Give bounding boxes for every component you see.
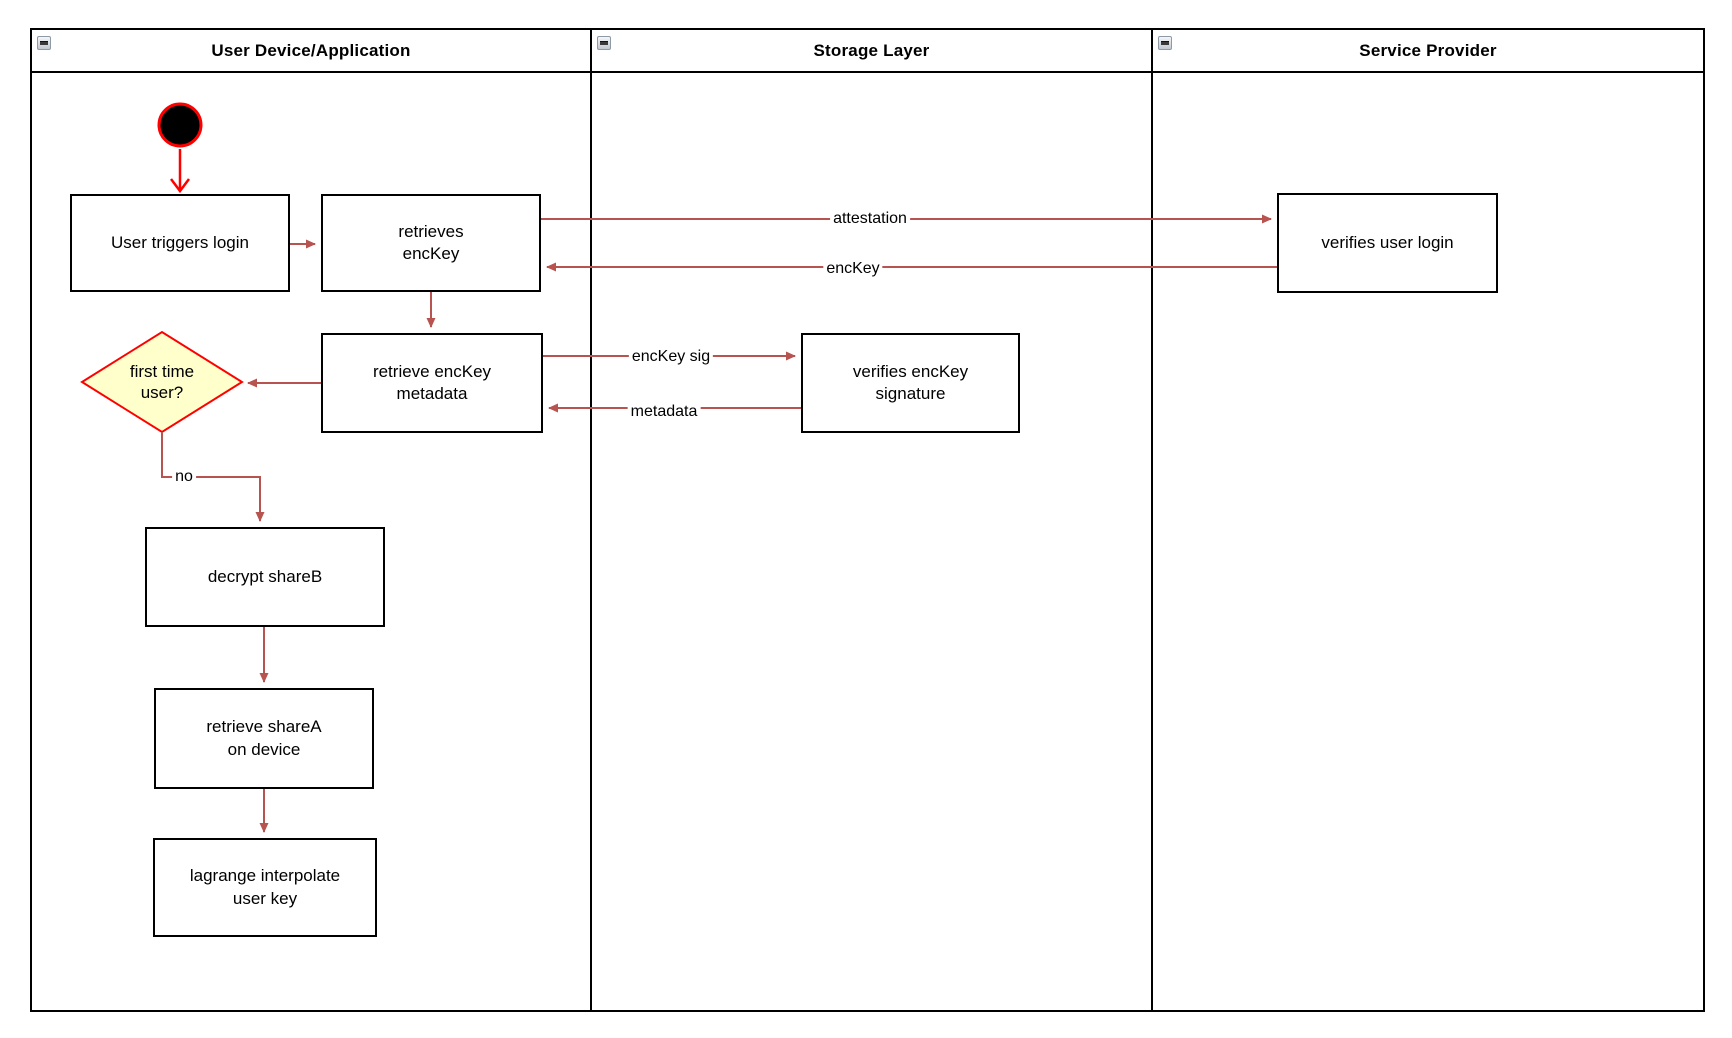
node-label: retrieves encKey <box>398 221 464 263</box>
lane-header-service-provider: Service Provider <box>1153 30 1703 73</box>
node-label: retrieve shareA on device <box>206 717 322 759</box>
lane-title-user-device: User Device/Application <box>211 40 411 60</box>
edge-label-enckey: encKey <box>823 260 883 278</box>
minus-collapse-icon[interactable] <box>37 36 51 50</box>
edge-label-no: no <box>172 468 196 486</box>
edge-label-attestation: attestation <box>830 210 910 228</box>
node-decrypt-shareb[interactable]: decrypt shareB <box>145 527 385 627</box>
node-retrieve-enckey-metadata[interactable]: retrieve encKey metadata <box>321 333 543 433</box>
node-label: verifies user login <box>1321 232 1454 252</box>
edge-label-metadata: metadata <box>627 403 701 421</box>
minus-bar <box>1161 41 1169 45</box>
edge-label-enckey-sig: encKey sig <box>628 348 714 366</box>
minus-collapse-icon[interactable] <box>597 36 611 50</box>
lane-service-provider: Service Provider <box>1151 30 1703 1010</box>
lane-header-storage-layer: Storage Layer <box>592 30 1151 73</box>
node-label: retrieve encKey metadata <box>372 361 492 403</box>
node-label: lagrange interpolate user key <box>189 866 341 908</box>
lane-storage-layer: Storage Layer <box>590 30 1151 1010</box>
node-verifies-user-login[interactable]: verifies user login <box>1277 193 1498 293</box>
lane-title-service-provider: Service Provider <box>1359 40 1497 60</box>
minus-bar <box>40 41 48 45</box>
node-lagrange-interpolate-user-key[interactable]: lagrange interpolate user key <box>153 838 377 937</box>
node-user-triggers-login[interactable]: User triggers login <box>70 194 290 292</box>
lane-header-user-device: User Device/Application <box>32 30 590 73</box>
node-label: User triggers login <box>111 232 249 252</box>
decision-label-first-time-user: first time user? <box>129 361 195 402</box>
lane-user-device-application: User Device/Application <box>32 30 590 1010</box>
node-label: decrypt shareB <box>207 566 323 586</box>
minus-collapse-icon[interactable] <box>1158 36 1172 50</box>
node-retrieve-sharea-on-device[interactable]: retrieve shareA on device <box>154 688 374 789</box>
lane-title-storage-layer: Storage Layer <box>813 40 930 60</box>
node-verifies-enckey-signature[interactable]: verifies encKey signature <box>801 333 1020 433</box>
node-label: verifies encKey signature <box>852 361 969 403</box>
node-retrieves-enckey[interactable]: retrieves encKey <box>321 194 541 292</box>
minus-bar <box>600 41 608 45</box>
